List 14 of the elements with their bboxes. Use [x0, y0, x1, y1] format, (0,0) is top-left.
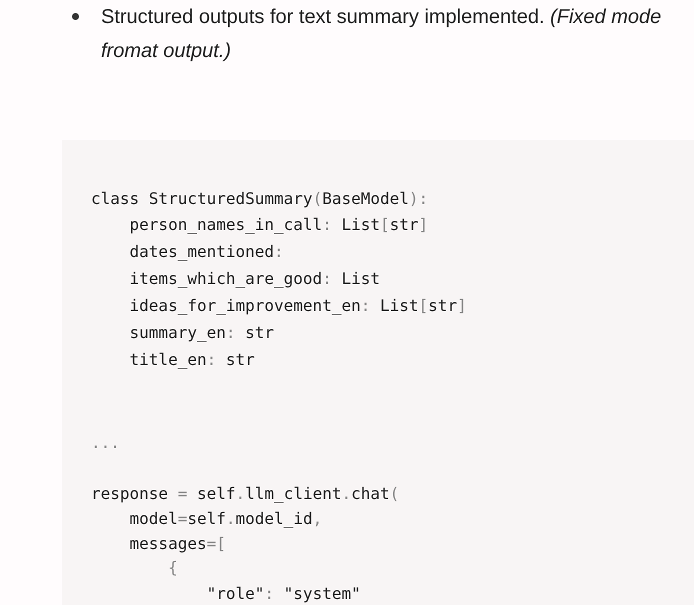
code-line: "role": "system": [206, 584, 361, 604]
code-line: items_which_are_good: List: [128, 269, 380, 289]
code-line: ideas_for_improvement_en: List[str]: [128, 296, 467, 316]
code-line: dates_mentioned:: [128, 242, 284, 262]
code-line: messages=[: [128, 534, 226, 554]
code-line: model=self.model_id,: [128, 509, 322, 529]
code-line: ...: [91, 433, 120, 453]
bullet-text: Structured outputs for text summary implemented. (Fixed mode fromat output.): [101, 5, 662, 64]
code-line: response = self.llm_client.chat(: [91, 484, 400, 504]
code-line: {: [167, 558, 178, 578]
code-line: title_en: str: [128, 350, 255, 370]
code-line: person_names_in_call: List[str]: [128, 215, 428, 235]
code-line: summary_en: str: [128, 323, 274, 343]
code-line: class StructuredSummary(BaseModel):: [91, 189, 428, 209]
